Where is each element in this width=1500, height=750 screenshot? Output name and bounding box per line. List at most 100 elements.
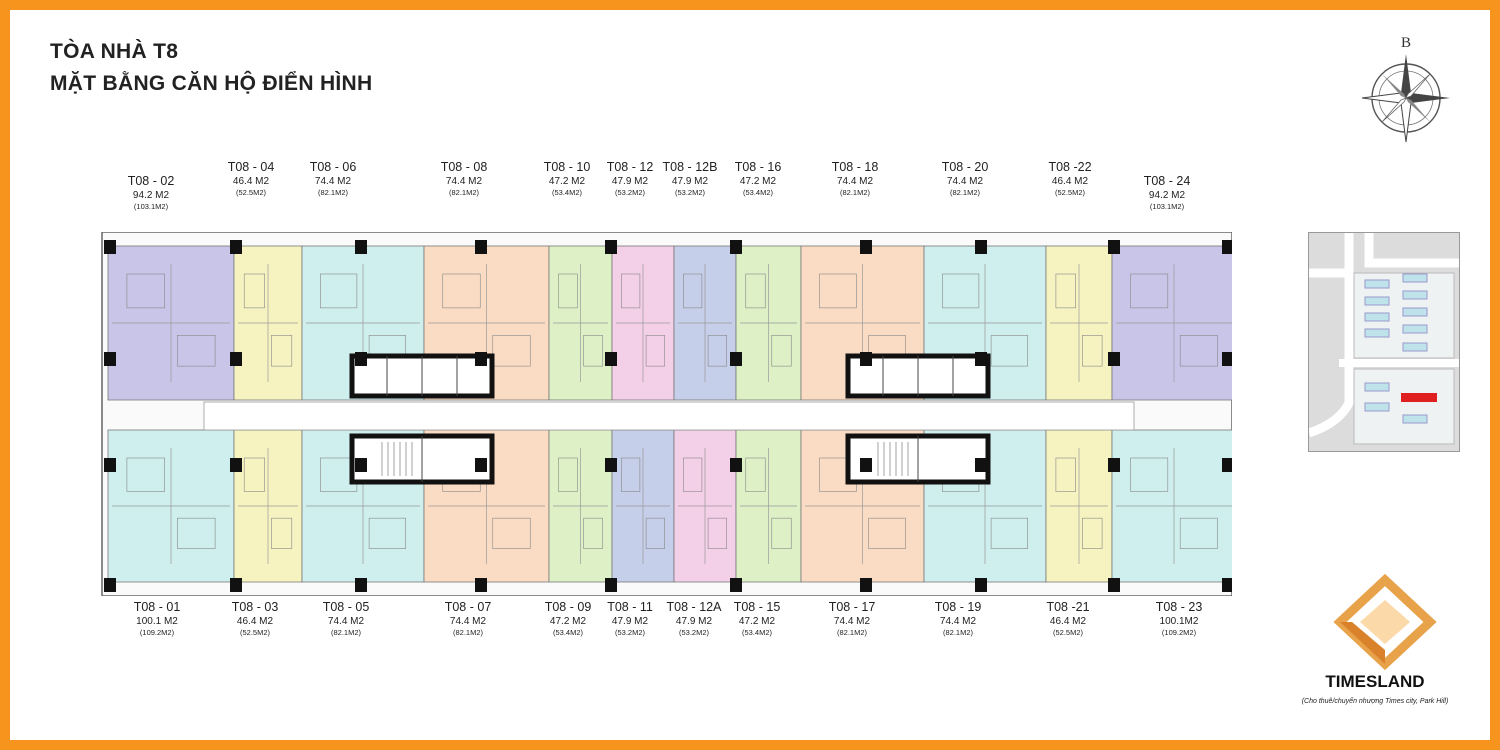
- unit-gross: (53.4M2): [741, 628, 772, 638]
- structural-column: [860, 578, 872, 592]
- structural-column: [1108, 458, 1120, 472]
- structural-column: [104, 352, 116, 366]
- unit-gross: (82.1M2): [942, 628, 973, 638]
- structural-column: [605, 352, 617, 366]
- room-outline: [271, 335, 293, 367]
- unit-gross: (53.2M2): [614, 628, 645, 638]
- unit-gross: (109.2M2): [139, 628, 175, 638]
- room-outline: [1179, 335, 1218, 367]
- room-outline: [243, 457, 265, 492]
- structural-column: [475, 458, 487, 472]
- unit-area: 100.1 M2: [136, 615, 178, 627]
- unit-area: 47.2 M2: [739, 175, 777, 187]
- unit-gross: (52.5M2): [235, 188, 266, 198]
- unit-code: T08 - 15: [733, 600, 781, 614]
- room-outline: [177, 517, 216, 549]
- unit-area: 94.2 M2: [1148, 189, 1186, 201]
- room-outline: [1179, 517, 1218, 549]
- unit-code: T08 - 09: [544, 600, 592, 614]
- room-outline: [682, 273, 703, 309]
- unit-gross: (82.1M2): [839, 188, 870, 198]
- room-outline: [558, 457, 578, 492]
- unit-code: T08 - 19: [934, 600, 982, 614]
- structural-column: [230, 352, 242, 366]
- room-outline: [771, 335, 792, 367]
- unit-code: T08 - 11: [607, 600, 653, 614]
- unit-gross: (82.1M2): [452, 628, 483, 638]
- unit-area: 47.9 M2: [611, 615, 649, 627]
- room-outline: [1055, 273, 1077, 309]
- unit-gross: (52.5M2): [239, 628, 270, 638]
- room-outline: [492, 517, 531, 549]
- room-outline: [1081, 517, 1103, 549]
- unit-area: 74.4 M2: [327, 615, 365, 627]
- room-outline: [707, 517, 727, 549]
- structural-column: [1108, 352, 1120, 366]
- unit-code: T08 - 04: [227, 160, 275, 174]
- room-outline: [126, 273, 166, 309]
- brand-name: TIMESLAND: [1325, 672, 1425, 691]
- room-outline: [707, 335, 727, 367]
- plan-subtitle: MẶT BẰNG CĂN HỘ ĐIỂN HÌNH: [50, 72, 373, 95]
- unit-area: 46.4 M2: [1049, 615, 1087, 627]
- unit-code: T08 - 24: [1143, 174, 1191, 188]
- unit-code: T08 - 02: [127, 174, 175, 188]
- room-outline: [1130, 457, 1169, 492]
- unit-area: 46.4 M2: [236, 615, 274, 627]
- structural-column: [104, 578, 116, 592]
- compass-north-letter: B: [1401, 35, 1411, 51]
- unit-gross: (103.1M2): [1149, 202, 1185, 212]
- structural-column: [730, 240, 742, 254]
- room-outline: [442, 273, 481, 309]
- structural-column: [475, 240, 487, 254]
- unit-gross: (103.1M2): [133, 202, 169, 212]
- structural-column: [1222, 458, 1232, 472]
- unit-area: 94.2 M2: [132, 189, 170, 201]
- structural-column: [605, 240, 617, 254]
- unit-gross: (53.2M2): [614, 188, 645, 198]
- unit-area: 47.2 M2: [548, 175, 586, 187]
- structural-column: [860, 458, 872, 472]
- room-outline: [745, 273, 766, 309]
- room-outline: [620, 457, 641, 492]
- unit-code: T08 - 12: [606, 160, 654, 174]
- room-outline: [745, 457, 766, 492]
- structural-column: [355, 578, 367, 592]
- unit-code: T08 - 23: [1155, 600, 1203, 614]
- unit-code: T08 - 17: [828, 600, 876, 614]
- room-outline: [583, 335, 603, 367]
- room-outline: [620, 273, 641, 309]
- structural-column: [104, 240, 116, 254]
- structural-column: [975, 458, 987, 472]
- central-corridor: [203, 401, 1135, 431]
- structural-column: [355, 458, 367, 472]
- unit-gross: (82.1M2): [448, 188, 479, 198]
- room-outline: [1130, 273, 1169, 309]
- structural-column: [605, 458, 617, 472]
- room-outline: [819, 273, 857, 309]
- unit-gross: (82.1M2): [949, 188, 980, 198]
- unit-area: 47.9 M2: [671, 175, 709, 187]
- structural-column: [104, 458, 116, 472]
- room-outline: [868, 517, 906, 549]
- unit-area: 47.2 M2: [738, 615, 776, 627]
- structural-column: [355, 240, 367, 254]
- unit-area: 100.1M2: [1159, 615, 1199, 627]
- room-outline: [177, 335, 216, 367]
- room-outline: [492, 335, 531, 367]
- unit-code: T08 - 12A: [666, 600, 722, 614]
- unit-area: 74.4 M2: [833, 615, 871, 627]
